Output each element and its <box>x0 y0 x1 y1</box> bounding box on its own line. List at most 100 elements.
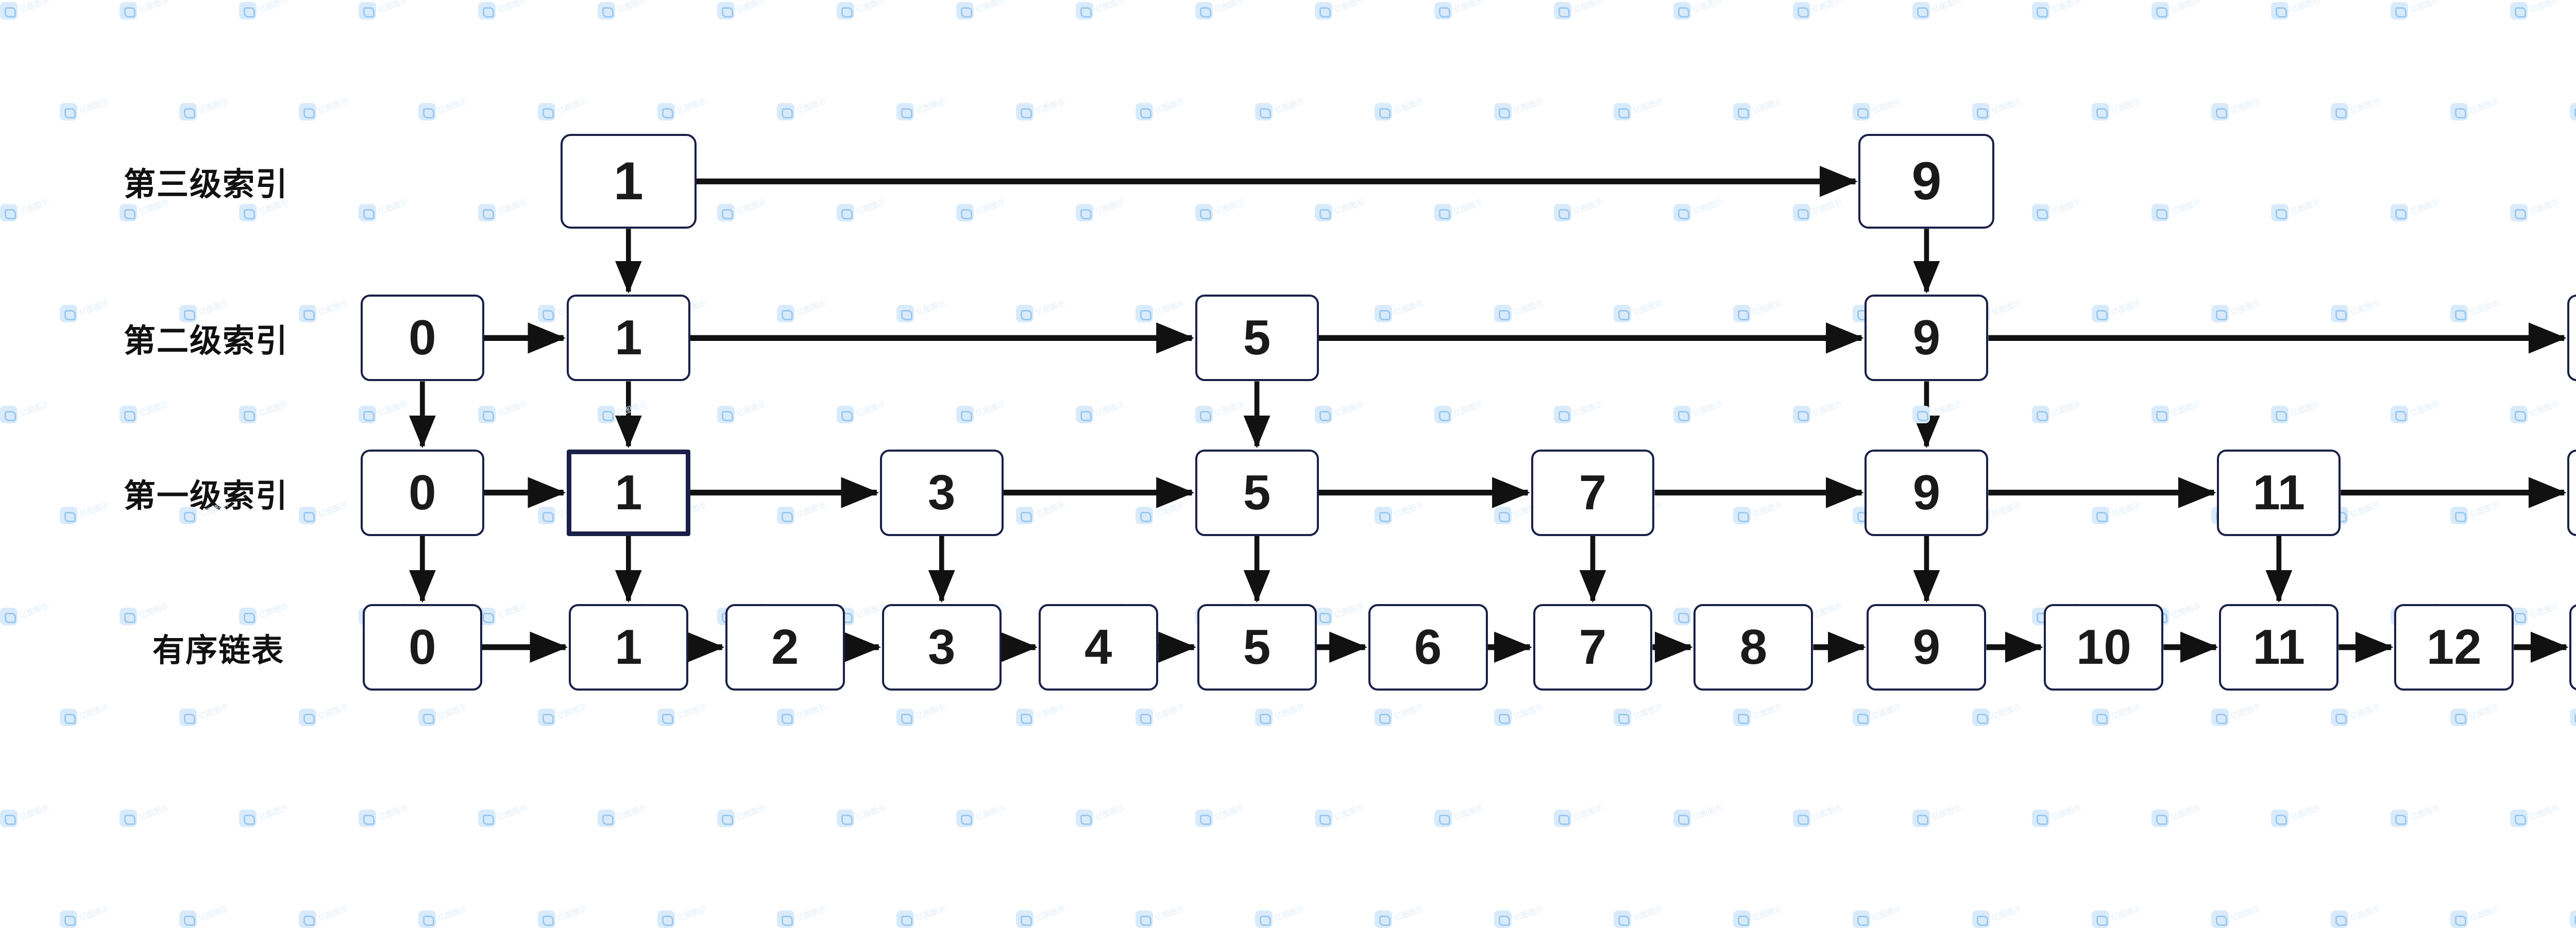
node-level-3-index-1[interactable]: 1 <box>560 134 697 229</box>
watermark-badge-icon <box>1494 910 1512 928</box>
watermark-text: 亿图图示 <box>1393 903 1425 923</box>
watermark-text: 亿图图示 <box>675 903 708 923</box>
watermark-text: 亿图图示 <box>2468 903 2501 923</box>
node-sorted-linked-list-2[interactable]: 2 <box>725 604 845 691</box>
watermark-badge-icon <box>1136 910 1153 928</box>
watermark-badge-icon <box>1733 910 1751 928</box>
watermark-text: 亿图图示 <box>2349 903 2381 923</box>
watermark-mark: 亿图图示 <box>2331 904 2381 929</box>
watermark-badge-icon <box>1972 910 1990 928</box>
row-label-level-3-index: 第三级索引 <box>123 165 289 203</box>
node-level-1-index-5[interactable]: 5 <box>1195 449 1319 536</box>
watermark-text: 亿图图示 <box>795 903 827 923</box>
watermark-mark: 亿图图示 <box>538 904 588 929</box>
watermark-text: 亿图图示 <box>556 903 588 923</box>
watermark-mark: 亿图图示 <box>1853 904 1903 929</box>
watermark-badge-icon <box>2450 910 2468 928</box>
node-level-2-index-5[interactable]: 5 <box>1195 295 1319 382</box>
watermark-text: 亿图图示 <box>317 903 349 923</box>
watermark-badge-icon <box>538 910 555 928</box>
node-layer: 1901591301357911131501234567891011121314… <box>360 134 2576 691</box>
node-level-1-index-11[interactable]: 11 <box>2217 449 2341 536</box>
watermark-badge-icon <box>2211 910 2229 928</box>
watermark-mark: 亿图图示 <box>1494 904 1545 929</box>
watermark-text: 亿图图示 <box>1154 903 1186 923</box>
watermark-badge-icon <box>2570 910 2576 928</box>
node-sorted-linked-list-7[interactable]: 7 <box>1533 604 1653 691</box>
node-level-1-index-7[interactable]: 7 <box>1531 449 1655 536</box>
watermark-mark: 亿图图示 <box>179 904 230 929</box>
node-level-1-index-9[interactable]: 9 <box>1865 449 1989 536</box>
watermark-badge-icon <box>1016 910 1033 928</box>
watermark-mark: 亿图图示 <box>418 904 469 929</box>
watermark-mark: 亿图图示 <box>1016 904 1066 929</box>
watermark-text: 亿图图示 <box>2229 903 2262 923</box>
node-level-2-index-13[interactable]: 13 <box>2567 295 2576 382</box>
watermark-mark: 亿图图示 <box>777 904 827 929</box>
watermark-badge-icon <box>657 910 675 928</box>
watermark-mark: 亿图图示 <box>60 904 110 929</box>
watermark-text: 亿图图示 <box>1512 903 1545 923</box>
watermark-text: 亿图图示 <box>1273 903 1306 923</box>
watermark-text: 亿图图示 <box>2110 903 2142 923</box>
node-sorted-linked-list-9[interactable]: 9 <box>1867 604 1987 691</box>
node-level-2-index-0[interactable]: 0 <box>360 295 484 382</box>
row-label-level-1-index: 第一级索引 <box>123 476 289 514</box>
watermark-mark: 亿图图示 <box>2570 908 2576 929</box>
watermark-text: 亿图图示 <box>436 903 469 923</box>
watermark-badge-icon <box>777 910 794 928</box>
watermark-badge-icon <box>179 910 197 928</box>
watermark-mark: 亿图图示 <box>2092 904 2142 929</box>
node-sorted-linked-list-1[interactable]: 1 <box>568 604 688 691</box>
node-sorted-linked-list-11[interactable]: 11 <box>2219 604 2339 691</box>
watermark-text: 亿图图示 <box>197 903 230 923</box>
watermark-text: 亿图图示 <box>914 903 947 923</box>
node-sorted-linked-list-8[interactable]: 8 <box>1693 604 1814 691</box>
watermark-badge-icon <box>2331 910 2348 928</box>
node-sorted-linked-list-3[interactable]: 3 <box>882 604 1002 691</box>
node-level-2-index-9[interactable]: 9 <box>1865 295 1989 382</box>
node-sorted-linked-list-6[interactable]: 6 <box>1368 604 1488 691</box>
watermark-mark: 亿图图示 <box>299 904 349 929</box>
node-sorted-linked-list-0[interactable]: 0 <box>362 604 482 691</box>
node-sorted-linked-list-5[interactable]: 5 <box>1197 604 1317 691</box>
node-sorted-linked-list-13[interactable]: 13 <box>2569 604 2576 691</box>
watermark-mark: 亿图图示 <box>1255 904 1306 929</box>
watermark-text: 亿图图示 <box>1751 903 1784 923</box>
watermark-text: 亿图图示 <box>1632 903 1664 923</box>
node-sorted-linked-list-4[interactable]: 4 <box>1038 604 1158 691</box>
node-level-1-index-13[interactable]: 13 <box>2567 449 2576 536</box>
watermark-badge-icon <box>60 910 77 928</box>
watermark-badge-icon <box>2092 910 2109 928</box>
watermark-badge-icon <box>418 910 436 928</box>
node-sorted-linked-list-10[interactable]: 10 <box>2044 604 2164 691</box>
watermark-mark: 亿图图示 <box>1972 904 2023 929</box>
watermark-mark: 亿图图示 <box>2211 904 2262 929</box>
watermark-mark: 亿图图示 <box>896 904 947 929</box>
watermark-mark: 亿图图示 <box>657 904 708 929</box>
watermark-badge-icon <box>299 910 316 928</box>
row-label-sorted-linked-list: 有序链表 <box>152 631 284 669</box>
watermark-badge-icon <box>896 910 914 928</box>
link-arrow-layer <box>409 165 2569 663</box>
node-sorted-linked-list-12[interactable]: 12 <box>2394 604 2514 691</box>
watermark-badge-icon <box>1255 910 1273 928</box>
node-level-3-index-9[interactable]: 9 <box>1858 134 1995 229</box>
watermark-badge-icon <box>1375 910 1392 928</box>
node-level-1-index-3[interactable]: 3 <box>879 449 1004 536</box>
watermark-mark: 亿图图示 <box>1375 904 1425 929</box>
watermark-badge-icon <box>1853 910 1870 928</box>
watermark-mark: 亿图图示 <box>2450 904 2501 929</box>
watermark-text: 亿图图示 <box>1034 903 1066 923</box>
watermark-text: 亿图图示 <box>1871 903 1903 923</box>
watermark-mark: 亿图图示 <box>1733 904 1784 929</box>
watermark-mark: 亿图图示 <box>1136 904 1186 929</box>
node-level-2-index-1[interactable]: 1 <box>566 295 690 382</box>
row-label-layer: 第三级索引第二级索引第一级索引有序链表 <box>123 165 289 669</box>
node-level-1-index-1[interactable]: 1 <box>566 449 690 536</box>
row-label-level-2-index: 第二级索引 <box>123 322 289 360</box>
node-level-1-index-0[interactable]: 0 <box>360 449 484 536</box>
watermark-badge-icon <box>1614 910 1631 928</box>
watermark-mark: 亿图图示 <box>1614 904 1664 929</box>
